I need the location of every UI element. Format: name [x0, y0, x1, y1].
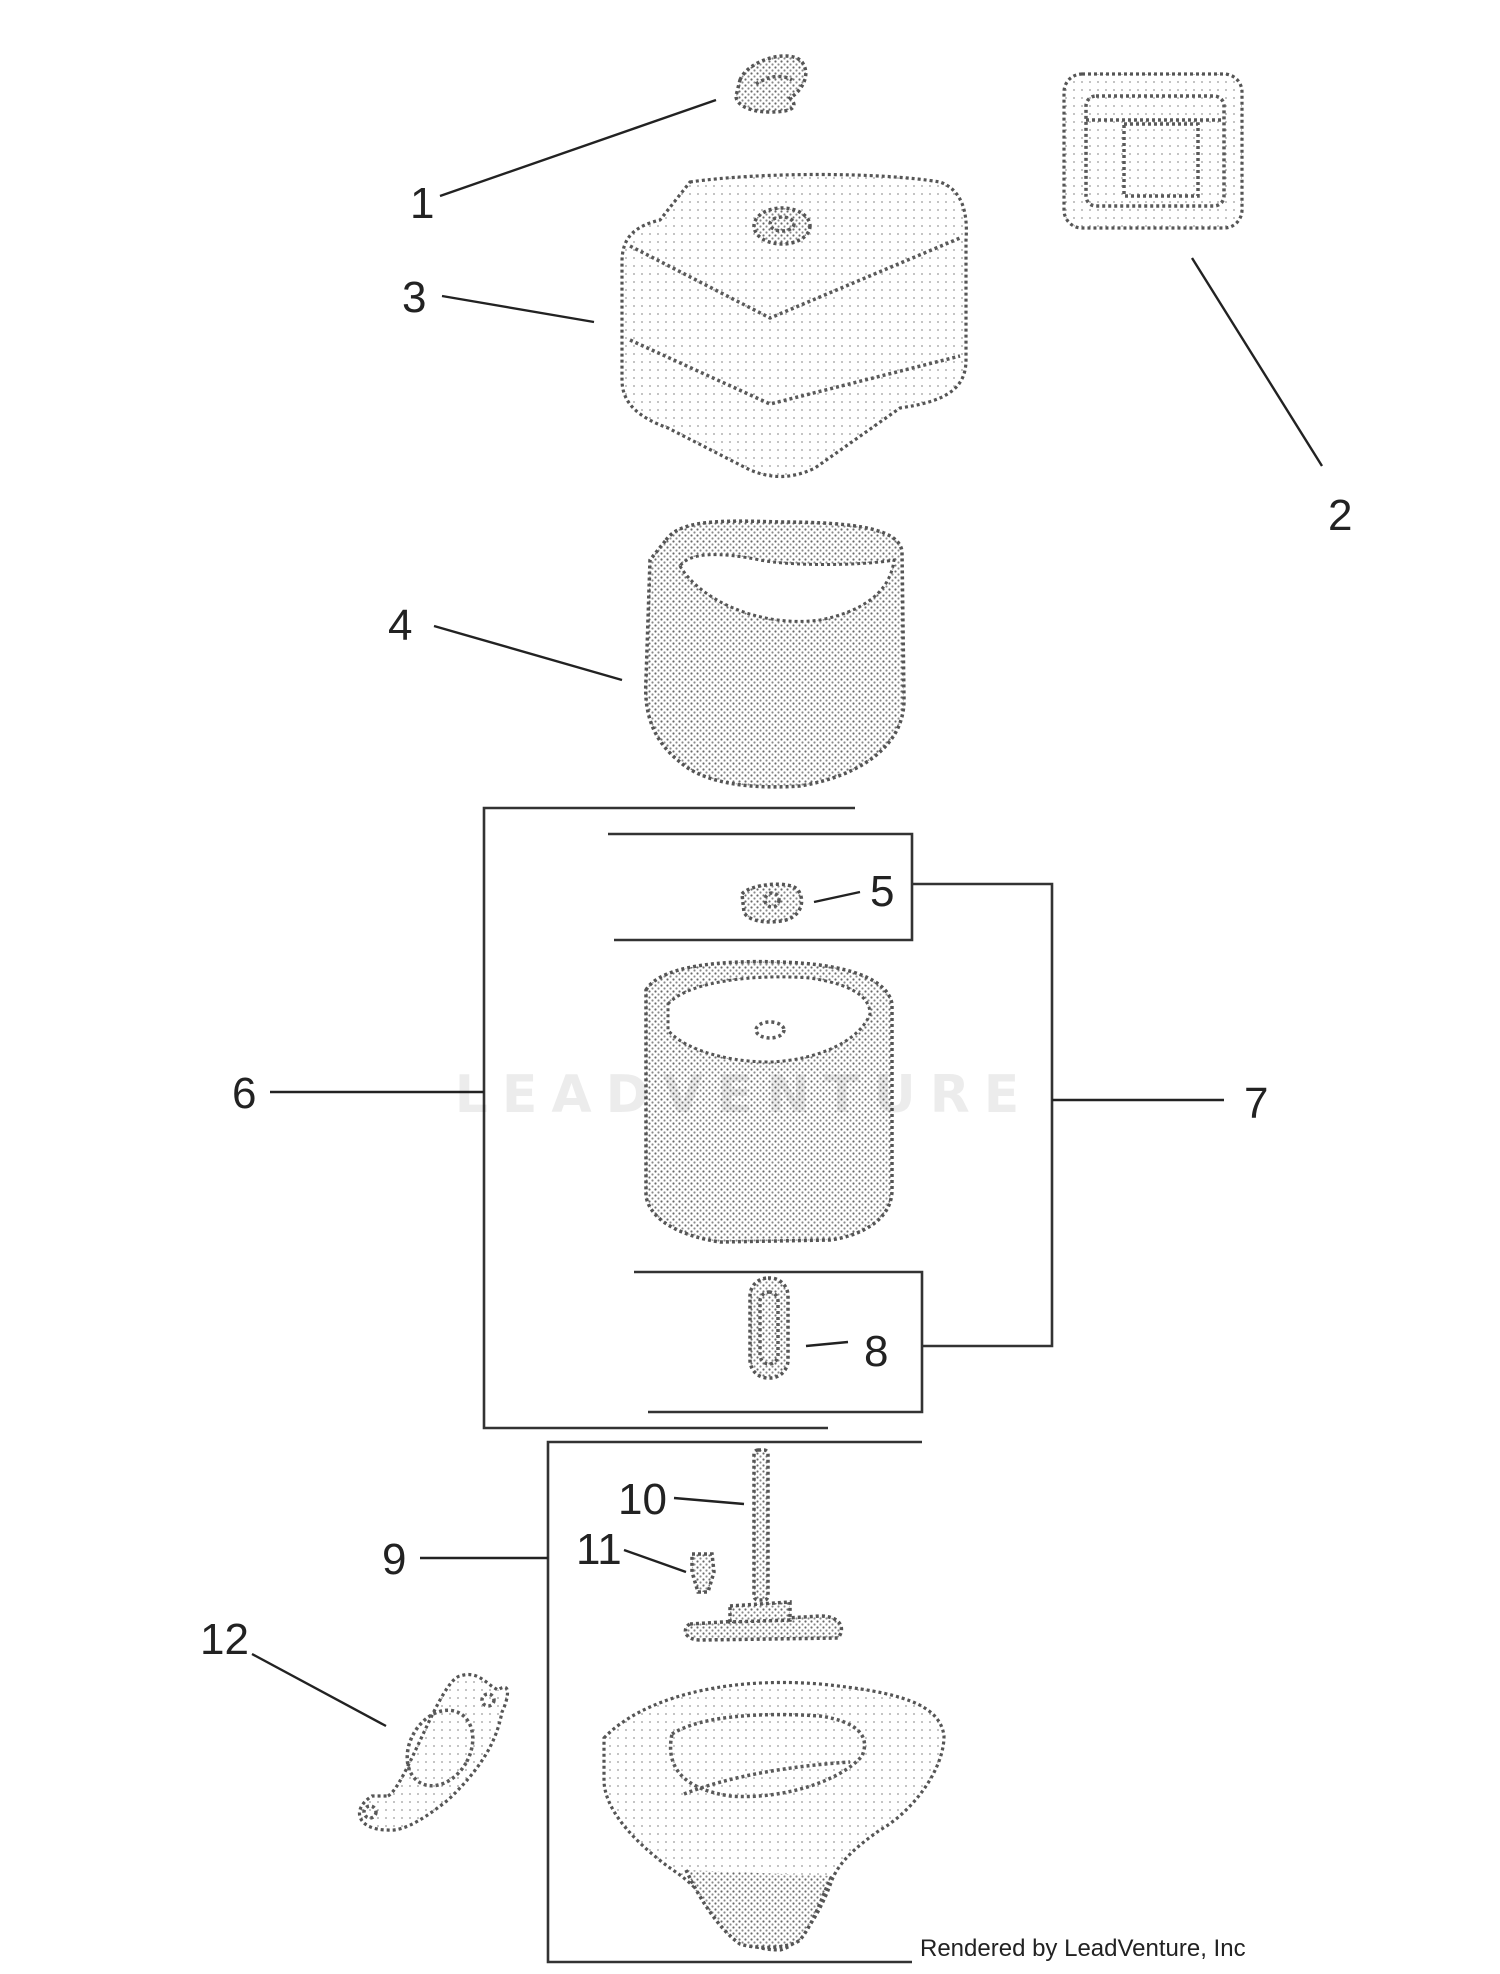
bracket-group-6 — [482, 806, 855, 1430]
gasket-part — [358, 1673, 510, 1832]
callout-2: 2 — [1328, 491, 1352, 540]
nut-part — [740, 882, 804, 924]
bracket-group-7 — [912, 882, 1054, 1348]
callout-8: 8 — [864, 1327, 888, 1376]
render-credit: Rendered by LeadVenture, Inc — [920, 1935, 1246, 1962]
callout-12: 12 — [200, 1615, 249, 1664]
rectangular-element-part — [1062, 72, 1244, 230]
callout-4: 4 — [388, 601, 412, 650]
callout-9: 9 — [382, 1535, 406, 1584]
bracket-group-9 — [546, 1440, 922, 1964]
callout-6: 6 — [232, 1069, 256, 1118]
foam-pre-cleaner-part — [643, 519, 906, 789]
watermark: LEADVENTURE — [455, 1065, 1034, 1125]
callout-10: 10 — [618, 1475, 667, 1524]
callout-1: 1 — [410, 179, 434, 228]
wing-nut-part — [734, 54, 808, 114]
filter-cartridge-part — [644, 959, 894, 1244]
air-cleaner-cover-part — [620, 172, 968, 479]
callout-3: 3 — [402, 273, 426, 322]
sleeve-part — [748, 1276, 790, 1380]
screw-part — [690, 1552, 716, 1594]
callout-11: 11 — [576, 1525, 622, 1574]
bracket-box-5 — [608, 832, 914, 942]
leader-lines — [251, 98, 1324, 1728]
base-plate-part — [602, 1680, 946, 1952]
bracket-box-8 — [634, 1270, 924, 1414]
callout-5: 5 — [870, 867, 894, 916]
bracket-stud-part — [683, 1448, 844, 1642]
callout-7: 7 — [1244, 1079, 1268, 1128]
